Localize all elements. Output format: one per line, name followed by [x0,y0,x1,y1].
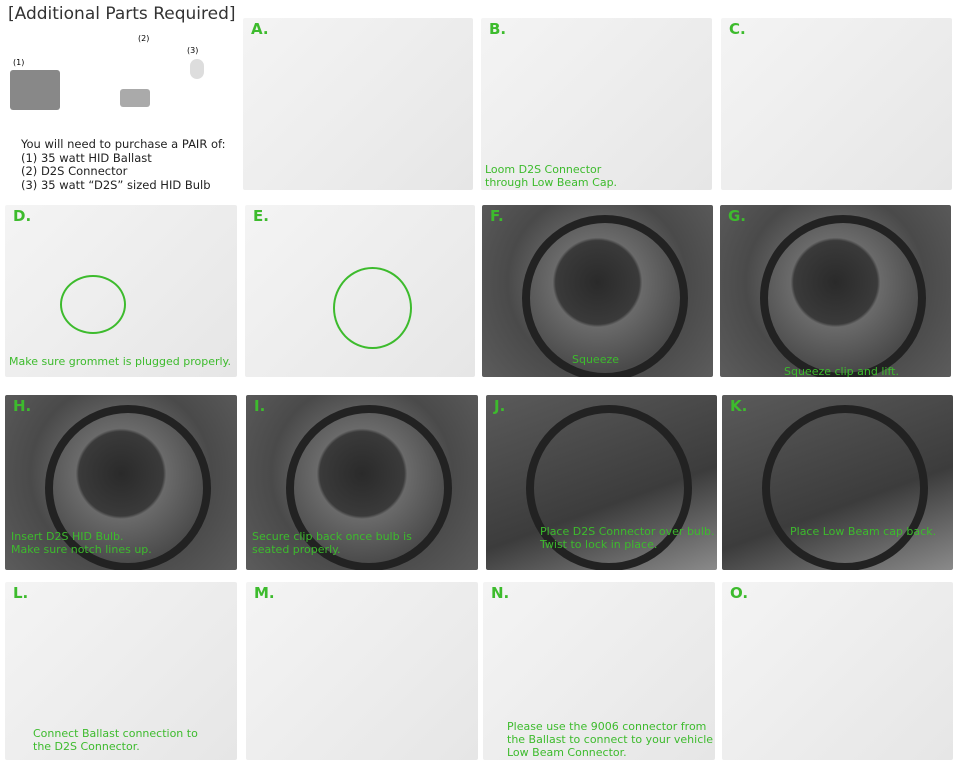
caption-line: Secure clip back once bulb is [252,530,412,543]
step-label: A. [251,20,269,38]
requirement-item: (2) D2S Connector [21,164,128,178]
step-panel-f: F. Squeeze [482,205,713,377]
requirements-intro: You will need to purchase a PAIR of: [21,137,226,151]
step-label: L. [13,584,29,602]
step-label: O. [730,584,749,602]
step-label: M. [254,584,275,602]
step-label: J. [494,397,506,415]
caption-line: Place Low Beam cap back. [790,525,937,538]
headlight-housing [45,405,211,570]
step-panel-m: M. [246,582,478,760]
tag-3: (3) [187,46,199,55]
step-label: N. [491,584,510,602]
caption-line: Twist to lock in place. [540,538,658,551]
step-caption: Place Low Beam cap back. [790,525,936,538]
caption-line: seated properly. [252,543,341,556]
caption-line: the Ballast to connect to your vehicle [507,733,714,746]
bulb-image [190,59,204,79]
step-label: B. [489,20,507,38]
step-panel-e: E. [245,205,475,377]
page-title: [Additional Parts Required] [8,4,236,24]
highlight-circle [60,275,126,334]
step-panel-d: D. Make sure grommet is plugged properly. [5,205,237,377]
caption-line: Make sure notch lines up. [11,543,152,556]
caption-line: Squeeze clip and lift. [784,365,899,377]
step-caption: Squeeze [572,353,619,366]
step-caption: Place D2S Connector over bulb.Twist to l… [540,525,714,551]
headlight-housing [762,405,928,570]
tag-1: (1) [13,58,25,67]
caption-line: Please use the 9006 connector from [507,720,707,733]
step-label: C. [729,20,746,38]
highlight-circle [333,267,412,349]
step-panel-o: O. [722,582,953,760]
step-label: H. [13,397,32,415]
tag-2: (2) [138,34,150,43]
step-caption: Squeeze clip and lift. [784,365,899,377]
step-caption: Make sure grommet is plugged properly. [9,355,231,368]
requirement-item: (3) 35 watt “D2S” sized HID Bulb [21,177,211,192]
step-label: G. [728,207,747,225]
parts-photo: (1) (2) (3) [5,34,230,122]
step-panel-g: G. Squeeze clip and lift. [720,205,951,377]
step-label: K. [730,397,748,415]
step-panel-k: K. Place Low Beam cap back. [722,395,953,570]
caption-line: Place D2S Connector over bulb. [540,525,715,538]
requirements-list: You will need to purchase a PAIR of: (1)… [21,137,226,192]
step-panel-c: C. [721,18,952,190]
step-panel-a: A. [243,18,473,190]
step-panel-j: J. Place D2S Connector over bulb.Twist to… [486,395,717,570]
step-panel-h: H. Insert D2S HID Bulb.Make sure notch li… [5,395,237,570]
caption-line: Loom D2S Connector [485,163,602,176]
headlight-housing [522,215,688,377]
headlight-housing [286,405,452,570]
requirement-item: (1) 35 watt HID Ballast [21,150,152,165]
caption-line: Squeeze [572,353,620,366]
caption-line: Low Beam Connector. [507,746,627,759]
headlight-housing [760,215,926,377]
step-label: F. [490,207,504,225]
step-label: E. [253,207,269,225]
ballast-image [10,70,60,110]
caption-line: Insert D2S HID Bulb. [11,530,124,543]
caption-line: Connect Ballast connection to [33,727,198,740]
step-caption: Insert D2S HID Bulb.Make sure notch line… [11,530,152,556]
caption-line: Make sure grommet is plugged properly. [9,355,231,368]
caption-line: through Low Beam Cap. [485,176,618,189]
step-label: I. [254,397,266,415]
step-label: D. [13,207,32,225]
caption-line: the D2S Connector. [33,740,140,753]
connector-image [120,89,150,107]
headlight-housing [526,405,692,570]
